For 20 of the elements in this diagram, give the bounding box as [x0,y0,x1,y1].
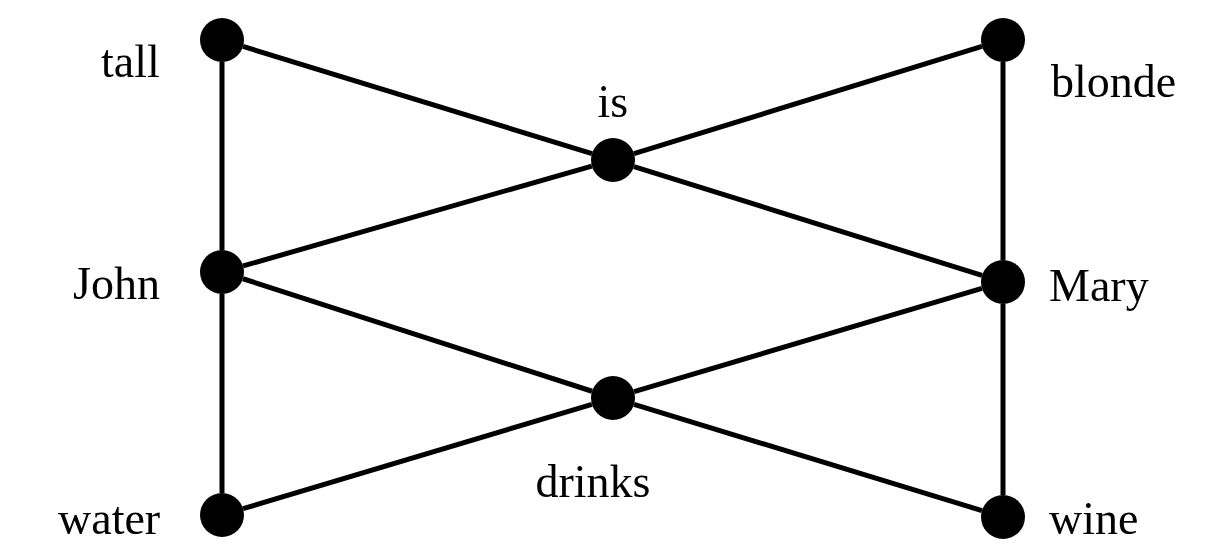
node-label: drinks [535,457,651,507]
connector-line [242,401,593,512]
node-label: is [597,77,629,127]
connector-line [1000,304,1006,495]
connector-line [242,44,593,156]
node-label: tall [101,37,160,87]
node-label: Mary [1049,261,1149,311]
connector-line [1000,62,1006,260]
node-label: blonde [1051,57,1177,107]
connector-line [633,164,983,278]
node-label: wine [1049,494,1139,544]
connector-line [242,276,593,394]
connector-line [633,44,983,156]
connector-line [633,402,983,513]
node-label: water [58,494,161,544]
connector-line [633,285,983,395]
connector-line [242,163,593,269]
connector-line [219,294,225,493]
node-label: John [73,259,160,309]
connector-line [219,62,225,250]
